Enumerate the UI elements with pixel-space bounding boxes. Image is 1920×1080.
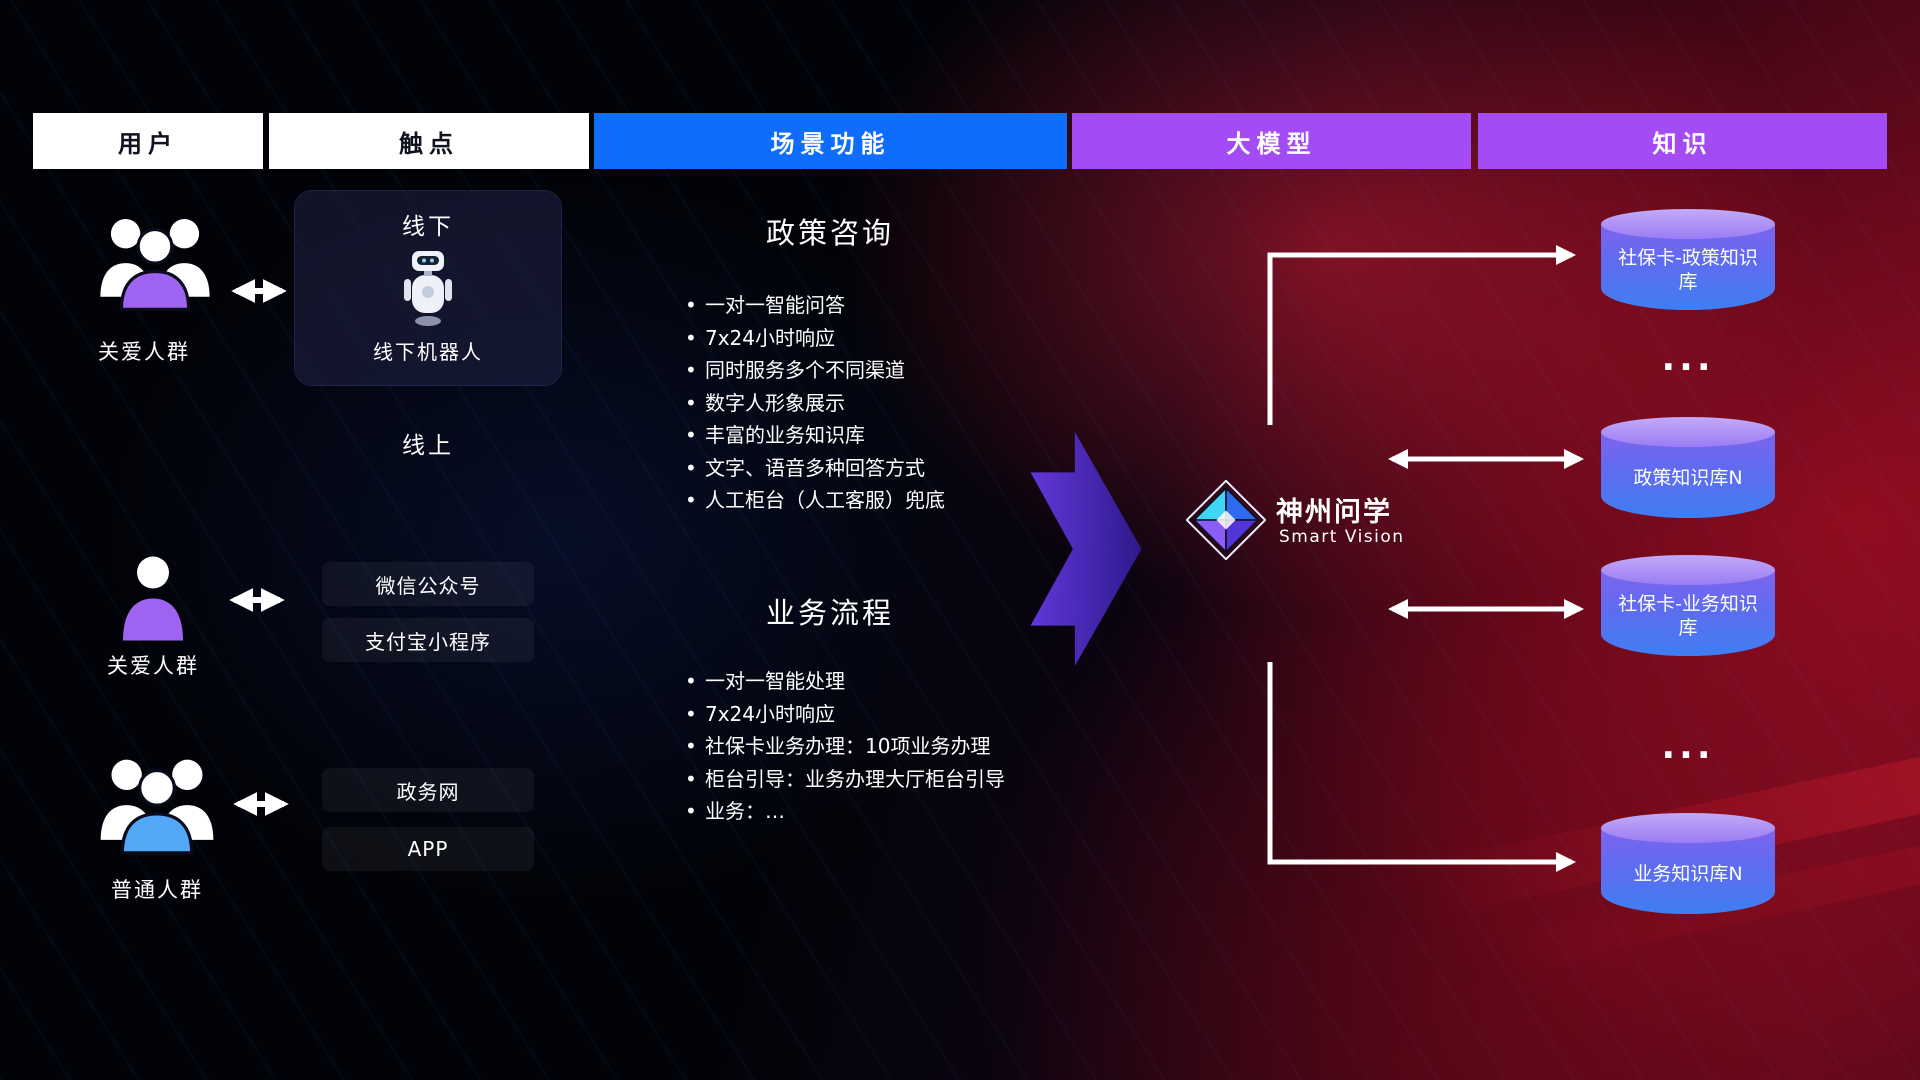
group-people-icon	[100, 219, 210, 311]
feature-item: 一对一智能问答	[683, 289, 1123, 322]
knowledge-db-cylinder: 政策知识库N	[1601, 417, 1775, 518]
channel-alipay: 支付宝小程序	[322, 618, 534, 662]
user-group-label: 关爱人群	[98, 340, 190, 364]
smart-vision-logo-icon	[1186, 480, 1266, 560]
user-group-label: 关爱人群	[107, 654, 199, 678]
feature-item: 业务：…	[683, 795, 1123, 828]
column-header-scenarios: 场景功能	[594, 113, 1067, 169]
ellipsis: ...	[1661, 338, 1715, 379]
knowledge-db-cylinder: 社保卡-政策知识库	[1601, 209, 1775, 310]
column-header-touchpoints: 触点	[269, 113, 589, 169]
user-group-label: 普通人群	[111, 878, 203, 902]
offline-title: 线下	[402, 214, 454, 240]
person-icon	[123, 556, 183, 641]
offline-touchpoint-card: 线下 线下机器人	[294, 190, 562, 386]
channel-wechat: 微信公众号	[322, 562, 534, 606]
feature-item: 一对一智能处理	[683, 665, 1123, 698]
business-feature-list: 一对一智能处理 7x24小时响应 社保卡业务办理：10项业务办理 柜台引导：业务…	[683, 665, 1123, 828]
feature-item: 柜台引导：业务办理大厅柜台引导	[683, 763, 1123, 796]
online-title: 线上	[402, 433, 454, 459]
knowledge-db-cylinder: 业务知识库N	[1601, 813, 1775, 914]
offline-robot-label: 线下机器人	[373, 340, 483, 364]
feature-item: 7x24小时响应	[683, 698, 1123, 731]
knowledge-db-label: 政策知识库N	[1633, 467, 1743, 489]
feature-item: 丰富的业务知识库	[683, 419, 1123, 452]
feature-item: 文字、语音多种回答方式	[683, 452, 1123, 485]
policy-feature-list: 一对一智能问答 7x24小时响应 同时服务多个不同渠道 数字人形象展示 丰富的业…	[683, 289, 1123, 517]
flow-arrow-shape	[1030, 432, 1142, 666]
channel-gov-web: 政务网	[322, 768, 534, 812]
feature-item: 人工柜台（人工客服）兜底	[683, 484, 1123, 517]
feature-item: 数字人形象展示	[683, 387, 1123, 420]
knowledge-db-label: 业务知识库N	[1633, 863, 1743, 885]
model-name: 神州问学	[1276, 497, 1392, 528]
feature-item: 7x24小时响应	[683, 322, 1123, 355]
column-header-users: 用户	[33, 113, 263, 169]
scenario-title-business: 业务流程	[765, 596, 894, 630]
robot-icon	[404, 250, 452, 326]
knowledge-db-label: 社保卡-业务知识库	[1618, 593, 1758, 639]
group-people-icon	[100, 759, 214, 855]
knowledge-db-cylinder: 社保卡-业务知识库	[1601, 555, 1775, 656]
scenario-title-policy: 政策咨询	[765, 216, 894, 250]
channel-app: APP	[322, 827, 534, 871]
knowledge-db-label: 社保卡-政策知识库	[1618, 247, 1758, 293]
feature-item: 社保卡业务办理：10项业务办理	[683, 730, 1123, 763]
column-header-model: 大模型	[1072, 113, 1471, 169]
column-header-knowledge: 知识	[1478, 113, 1887, 169]
ellipsis: ...	[1661, 726, 1715, 767]
feature-item: 同时服务多个不同渠道	[683, 354, 1123, 387]
model-subtitle: Smart Vision	[1279, 527, 1405, 547]
